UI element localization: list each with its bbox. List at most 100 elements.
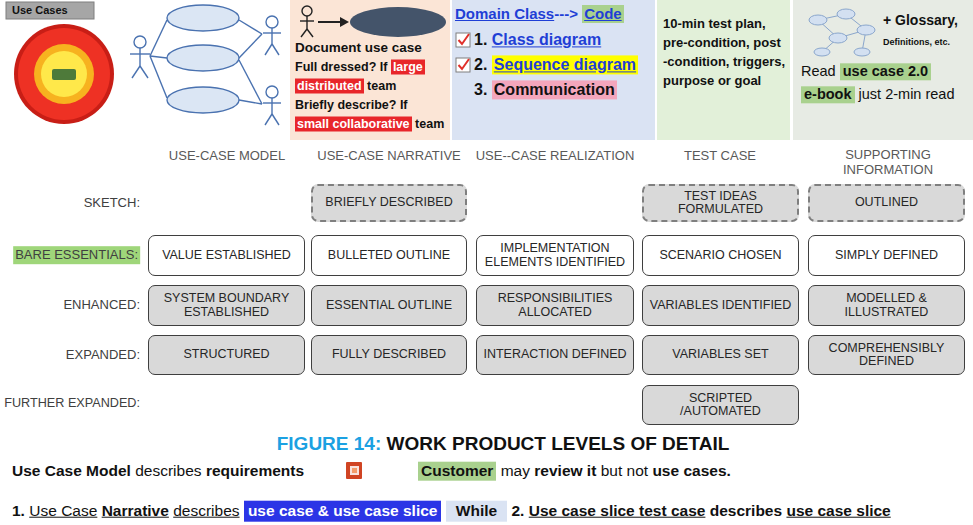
row-label: EXPANDED:: [66, 347, 140, 363]
level-text: SCRIPTED /AUTOMATED: [648, 392, 793, 419]
label-text: Communication: [492, 80, 617, 99]
label-text: Definitions, etc.: [883, 37, 950, 48]
note-line-text: describes: [135, 462, 201, 481]
note-panel: 10-min test plan, pre-condition, post -c…: [657, 0, 790, 140]
label-text: 3.: [474, 80, 487, 99]
note-line-text: but not: [601, 462, 648, 481]
note-line-text: review it: [534, 462, 596, 481]
level-text: RESPONSIBILITIES ALLOCATED: [482, 292, 628, 319]
text-line: e-bookjust 2-min read: [801, 86, 954, 103]
level-text: BRIEFLY DESCRIBED: [325, 196, 452, 210]
level-box: SCRIPTED /AUTOMATED: [642, 385, 799, 425]
note-line-text: Customer: [418, 462, 496, 481]
text-line: Domain Class--->Code: [455, 5, 624, 23]
note-line: 1.Use CaseNarrativedescribesuse case & u…: [12, 501, 891, 522]
row-label-text: SKETCH:: [84, 195, 140, 211]
level-box: VARIABLES IDENTIFIED: [642, 285, 799, 326]
note-line-text: requirements: [206, 462, 304, 481]
title-tab: Use Cases: [6, 2, 94, 19]
level-text: BULLETED OUTLINE: [328, 249, 450, 263]
slide-icon: [346, 462, 362, 479]
text-line: Document use case: [295, 40, 422, 56]
label-text: Code: [582, 5, 624, 23]
note-line-text: Use case slice test case: [529, 502, 706, 521]
row-label: ENHANCED:: [63, 297, 140, 313]
label-text: Full dressed? If: [295, 60, 387, 75]
level-text: TEST IDEAS FORMULATED: [649, 190, 792, 217]
level-box: INTERACTION DEFINED: [476, 335, 634, 375]
level-box: ESSENTIAL OUTLINE: [311, 285, 467, 326]
text-line: 2. Sequence diagram: [474, 55, 638, 74]
column-header: USE--CASE REALIZATION: [476, 148, 635, 164]
row-label: BARE ESSENTIALS:: [13, 246, 140, 264]
text-line: Full dressed? Iflarge: [295, 60, 425, 75]
level-text: FULLY DESCRIBED: [332, 348, 446, 362]
panel-ground: [793, 0, 973, 140]
level-box: BRIEFLY DESCRIBED: [311, 184, 467, 222]
tab-text: Use Cases: [12, 4, 68, 17]
tab-text-text: Use Cases: [12, 4, 68, 17]
level-box: SYSTEM BOUNDARY ESTABLISHED: [148, 285, 305, 326]
row-label-text: ENHANCED:: [63, 297, 140, 313]
level-text: VARIABLES SET: [672, 348, 768, 362]
column-header-text: TEST CASE: [684, 148, 756, 164]
label-text: small collaborative: [295, 117, 412, 132]
note-line-text: use cases.: [652, 462, 730, 481]
level-text: VARIABLES IDENTIFIED: [650, 299, 791, 313]
note-line-text: describes: [173, 502, 239, 521]
level-text: MODELLED & ILLUSTRATED: [814, 292, 959, 319]
label-text: Briefly describe? If: [295, 98, 408, 113]
note-line: Use Case Modeldescribes requirements: [12, 462, 304, 481]
row-label: SKETCH:: [84, 195, 140, 211]
level-text: VALUE ESTABLISHED: [162, 249, 291, 263]
note-line-text: Use Case Model: [12, 462, 131, 481]
level-text: INTERACTION DEFINED: [483, 348, 626, 362]
label-text: team: [367, 79, 396, 94]
text-line: 10-min test plan, pre-condition, post -c…: [663, 14, 787, 90]
note-line-text: 1.: [12, 502, 25, 521]
actor-to-use-case-icon: [300, 6, 446, 37]
level-text: SIMPLY DEFINED: [835, 249, 938, 263]
panel-ground: [452, 0, 655, 140]
note-line: Customer mayreview it but notuse cases.: [418, 462, 731, 481]
level-box: RESPONSIBILITIES ALLOCATED: [476, 285, 634, 326]
column-header: TEST CASE: [684, 148, 756, 164]
note-line-text: use case & use case slice: [244, 501, 442, 522]
panel-ground: [290, 0, 450, 140]
level-text: SYSTEM BOUNDARY ESTABLISHED: [154, 292, 299, 319]
note-panel: Domain Class--->Code1.Class diagram2.Seq…: [452, 0, 655, 140]
label-text: 10-min test plan, pre-condition, post -c…: [663, 14, 787, 90]
level-box: OUTLINED: [808, 184, 965, 222]
column-header-text: USE-CASE MODEL: [169, 148, 285, 164]
label-text: --->: [554, 5, 578, 23]
label-text: Sequence diagram: [492, 55, 638, 74]
level-box: SCENARIO CHOSEN: [642, 235, 799, 276]
note-line-text: may: [501, 462, 530, 481]
text-line: small collaborativeteam: [295, 117, 444, 132]
note-line-text: Use Case: [29, 502, 97, 521]
label-text: Read: [801, 63, 836, 80]
level-box: TEST IDEAS FORMULATED: [642, 184, 799, 222]
level-text: IMPLEMENTATION ELEMENTS IDENTIFIED: [482, 242, 628, 269]
figure-caption-text: FIGURE 14:: [277, 433, 382, 456]
figure-caption-text: WORK PRODUCT LEVELS OF DETAIL: [387, 433, 730, 456]
level-box: COMPREHENSIBLY DEFINED: [808, 335, 965, 375]
level-box: BULLETED OUTLINE: [311, 235, 467, 276]
label-text: Document use case: [295, 40, 422, 56]
row-label-text: BARE ESSENTIALS:: [13, 246, 140, 264]
label-text: Domain Class: [455, 5, 554, 23]
column-header: USE-CASE MODEL: [169, 148, 285, 164]
checkbox-icon: [456, 33, 470, 72]
note-line-text: 2.: [511, 502, 524, 521]
note-line-text: While: [446, 501, 507, 522]
label-text: 2.: [474, 55, 487, 74]
level-box: STRUCTURED: [148, 335, 305, 375]
label-text: just 2-min read: [859, 86, 955, 103]
mini-diagram: [809, 9, 875, 56]
level-box: VALUE ESTABLISHED: [148, 235, 305, 276]
text-line: Definitions, etc.: [883, 37, 950, 48]
note-panel: Document use caseFull dressed? Iflargedi…: [290, 0, 450, 140]
level-box: FULLY DESCRIBED: [311, 335, 467, 375]
level-text: OUTLINED: [855, 196, 918, 210]
